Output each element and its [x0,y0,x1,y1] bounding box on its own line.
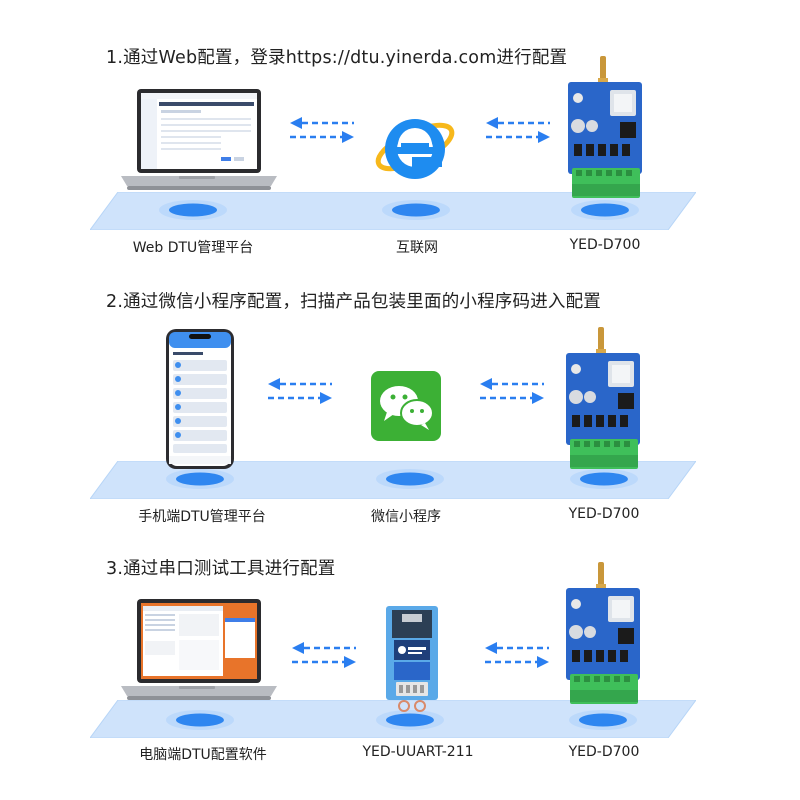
device-label: 电脑端DTU配置软件 [139,747,267,763]
platform [90,461,696,499]
section-heading: 2.通过微信小程序配置，扫描产品包装里面的小程序码进入配置 [106,292,601,312]
internet-explorer-icon [372,105,458,193]
wechat-icon [371,371,441,445]
section-heading: 3.通过串口测试工具进行配置 [106,559,336,579]
bidirectional-arrow-icon [290,641,358,669]
device-label: Web DTU管理平台 [132,240,254,256]
smartphone-icon [165,328,235,474]
platform [90,700,696,738]
device-label: YED-D700 [568,744,640,760]
section-heading: 1.通过Web配置，登录https://dtu.yinerda.com进行配置 [106,48,568,68]
dtu-board-icon [560,562,646,712]
platform [90,192,696,230]
section-web-config: 1.通过Web配置，登录https://dtu.yinerda.com进行配置 [0,0,800,260]
device-label: YED-D700 [569,237,641,253]
device-label: 互联网 [396,240,438,256]
bidirectional-arrow-icon [266,377,334,405]
bidirectional-arrow-icon [288,116,356,144]
device-label: YED-UUART-211 [362,744,474,760]
bidirectional-arrow-icon [478,377,546,405]
device-label: 微信小程序 [371,509,441,525]
device-label: YED-D700 [568,506,640,522]
section-wechat-config: 2.通过微信小程序配置，扫描产品包装里面的小程序码进入配置 [0,265,800,525]
section-serial-config: 3.通过串口测试工具进行配置 [0,530,800,790]
device-label: 手机端DTU管理平台 [138,509,266,525]
dtu-board-icon [560,327,646,477]
bidirectional-arrow-icon [483,641,551,669]
laptop-icon [117,596,277,718]
laptop-icon [117,86,277,208]
dtu-board-icon [562,56,648,206]
usb-uart-adapter-icon [384,604,440,718]
bidirectional-arrow-icon [484,116,552,144]
